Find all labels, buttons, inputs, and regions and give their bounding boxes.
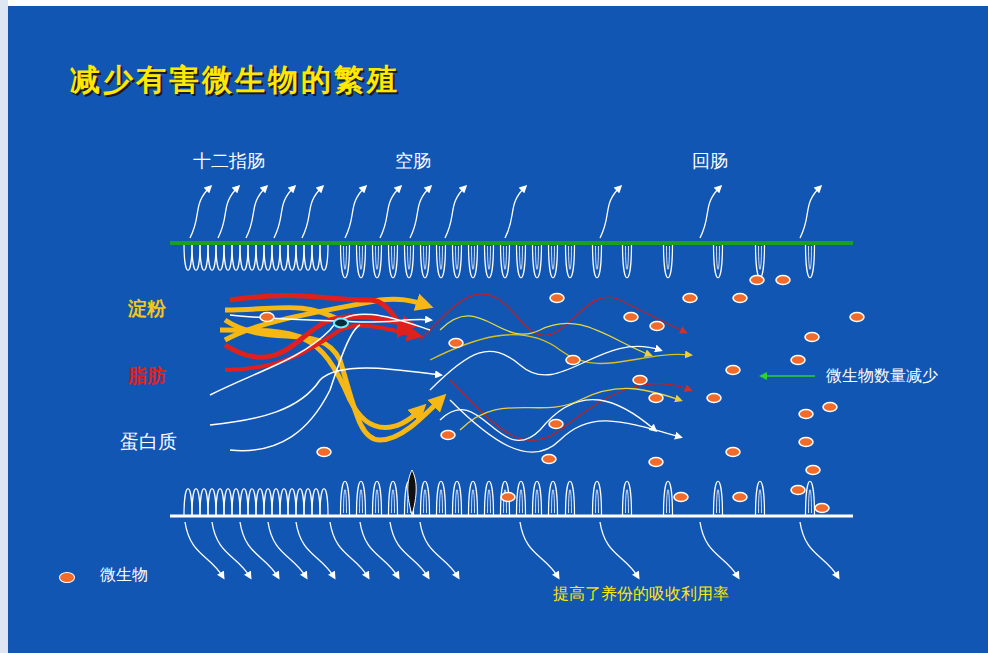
microbe-dot	[501, 493, 515, 502]
microbe-dot	[260, 313, 274, 322]
microbe-dot	[633, 376, 647, 385]
nutrient-name: 脂肪	[128, 364, 166, 387]
microbe-dot	[542, 455, 556, 464]
microbe-dot	[799, 410, 813, 419]
microbe-dot	[791, 356, 805, 365]
microbe-dot	[683, 294, 697, 303]
microbe-dot	[549, 420, 563, 429]
microbe-dot	[806, 466, 820, 475]
section-name: 空肠	[395, 150, 431, 172]
microbe-dot	[733, 294, 747, 303]
microbe-dot	[726, 366, 740, 375]
microbe-dot	[823, 403, 837, 412]
microbe-dot	[850, 313, 864, 322]
legend-label: 微生物	[100, 565, 148, 584]
note-label: 微生物数量减少	[826, 366, 938, 385]
section-name: 回肠	[692, 150, 728, 172]
microbe-dot	[707, 394, 721, 403]
section-name: 十二指肠	[193, 150, 265, 172]
slide-title: 减少有害微生物的繁殖	[70, 62, 400, 98]
microbe-dot	[566, 356, 580, 365]
microbe-dot	[674, 493, 688, 502]
microbe-dot	[750, 276, 764, 285]
microbe-dot	[799, 438, 813, 447]
slide-background	[8, 6, 988, 653]
microbe-dot	[776, 276, 790, 285]
microbe-dot	[441, 431, 455, 440]
legend-swatch	[59, 572, 75, 583]
note-label: 提高了养份的吸收利用率	[553, 584, 729, 603]
microbe-dot	[815, 504, 829, 513]
page-margin	[0, 0, 8, 653]
microbe-dot	[650, 322, 664, 331]
microbe-dot	[791, 486, 805, 495]
microbe-dot	[726, 448, 740, 457]
nutrient-name: 蛋白质	[120, 430, 177, 453]
microbe-dot	[805, 333, 819, 342]
microbe-dot	[649, 458, 663, 467]
microbe-dot	[317, 448, 331, 457]
microbe-dot	[624, 313, 638, 322]
microbe-dot	[649, 394, 663, 403]
microbe-dot	[550, 294, 564, 303]
microbe-dot	[733, 493, 747, 502]
microbe-dot	[449, 339, 463, 348]
nutrient-name: 淀粉	[128, 297, 166, 320]
